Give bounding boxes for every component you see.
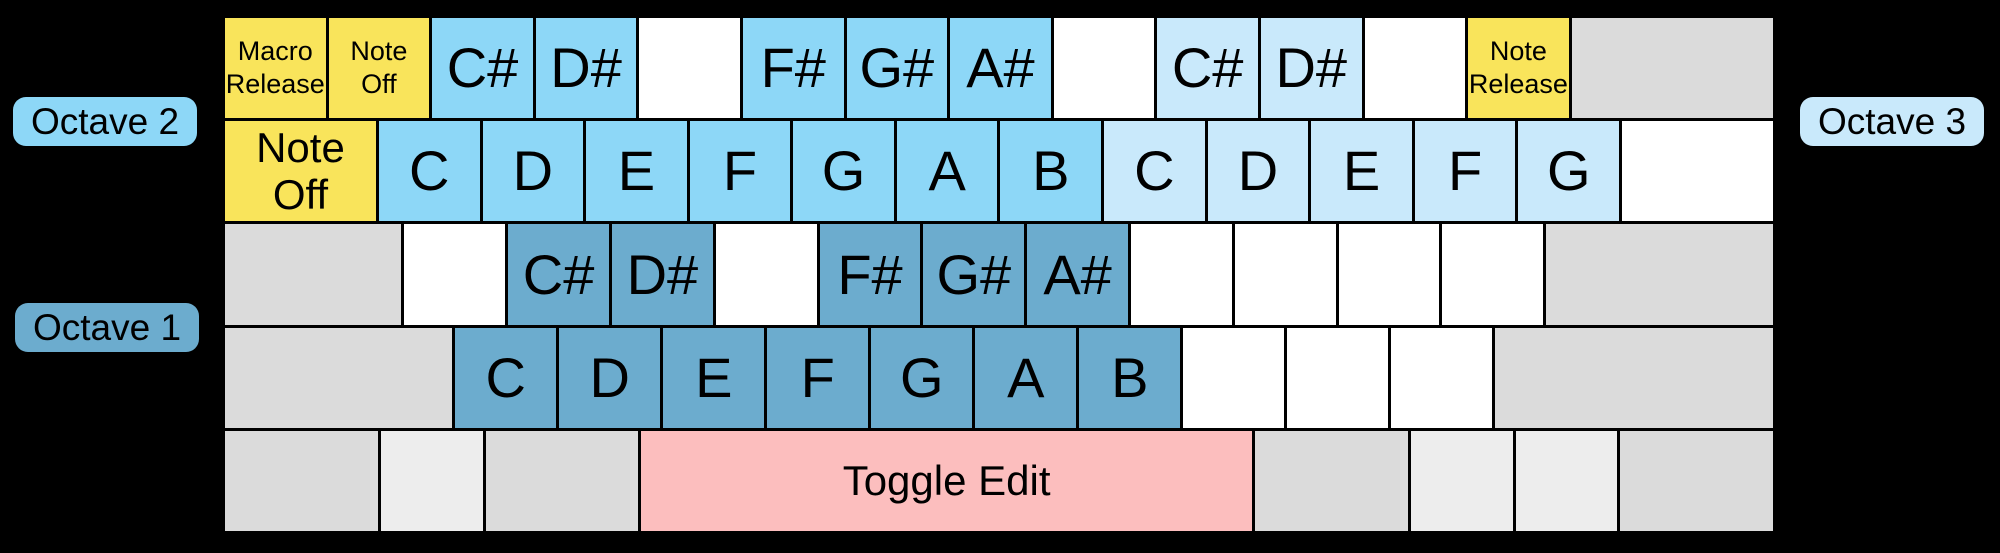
key-f: F — [767, 327, 869, 428]
key-d: D — [482, 121, 584, 222]
key-e: E — [663, 327, 765, 428]
key-e: E — [586, 121, 687, 222]
key-blank — [1234, 224, 1336, 325]
key-c-sharp: C# — [1157, 18, 1258, 119]
key-blank — [1442, 224, 1544, 325]
key-macro-release: Macro Release — [225, 18, 326, 119]
keyboard-row: Toggle Edit — [225, 430, 1773, 532]
key-blank — [485, 430, 639, 532]
key-f-sharp: F# — [742, 18, 844, 119]
key-c-sharp: C# — [508, 224, 609, 325]
key-toggle-edit: Toggle Edit — [641, 430, 1252, 532]
key-f: F — [1414, 121, 1516, 222]
key-blank — [1495, 327, 1773, 428]
key-g: G — [1518, 121, 1620, 222]
key-d: D — [1207, 121, 1309, 222]
key-blank — [225, 224, 402, 325]
key-g-sharp: G# — [923, 224, 1025, 325]
key-blank — [1287, 327, 1389, 428]
key-note-off: Note Off — [225, 121, 376, 222]
key-blank — [1255, 430, 1408, 532]
octave-1-badge: Octave 1 — [15, 303, 199, 352]
key-e: E — [1311, 121, 1412, 222]
key-b: B — [1000, 121, 1102, 222]
octave-2-badge: Octave 2 — [13, 97, 197, 146]
key-blank — [1364, 18, 1466, 119]
key-c: C — [378, 121, 480, 222]
key-note-off: Note Off — [328, 18, 430, 119]
key-c-sharp: C# — [432, 18, 533, 119]
key-a-sharp: A# — [950, 18, 1051, 119]
key-blank — [380, 430, 483, 532]
key-blank — [1571, 18, 1773, 119]
key-blank — [1338, 224, 1440, 325]
key-f: F — [689, 121, 791, 222]
key-c: C — [455, 327, 557, 428]
key-d: D — [559, 327, 661, 428]
key-g-sharp: G# — [846, 18, 948, 119]
key-d-sharp: D# — [535, 18, 637, 119]
key-b: B — [1079, 327, 1181, 428]
key-blank — [1130, 224, 1232, 325]
key-blank — [1546, 224, 1773, 325]
key-blank — [225, 327, 453, 428]
key-blank — [715, 224, 817, 325]
key-f-sharp: F# — [819, 224, 921, 325]
key-a: A — [975, 327, 1077, 428]
key-a: A — [896, 121, 998, 222]
key-d-sharp: D# — [612, 224, 713, 325]
key-blank — [1515, 430, 1618, 532]
key-g: G — [793, 121, 894, 222]
key-a-sharp: A# — [1027, 224, 1128, 325]
key-blank — [1183, 327, 1285, 428]
key-c: C — [1104, 121, 1205, 222]
key-blank — [1622, 121, 1773, 222]
key-blank — [1620, 430, 1773, 532]
key-d-sharp: D# — [1260, 18, 1362, 119]
key-blank — [404, 224, 506, 325]
octave-3-badge: Octave 3 — [1800, 97, 1984, 146]
key-blank — [225, 430, 378, 532]
key-note-release: Note Release — [1468, 18, 1569, 119]
key-blank — [1053, 18, 1155, 119]
keyboard-row: C#D# F#G#A# — [225, 224, 1773, 325]
key-g: G — [871, 327, 973, 428]
key-blank — [1391, 327, 1493, 428]
key-blank — [639, 18, 740, 119]
key-blank — [1410, 430, 1513, 532]
